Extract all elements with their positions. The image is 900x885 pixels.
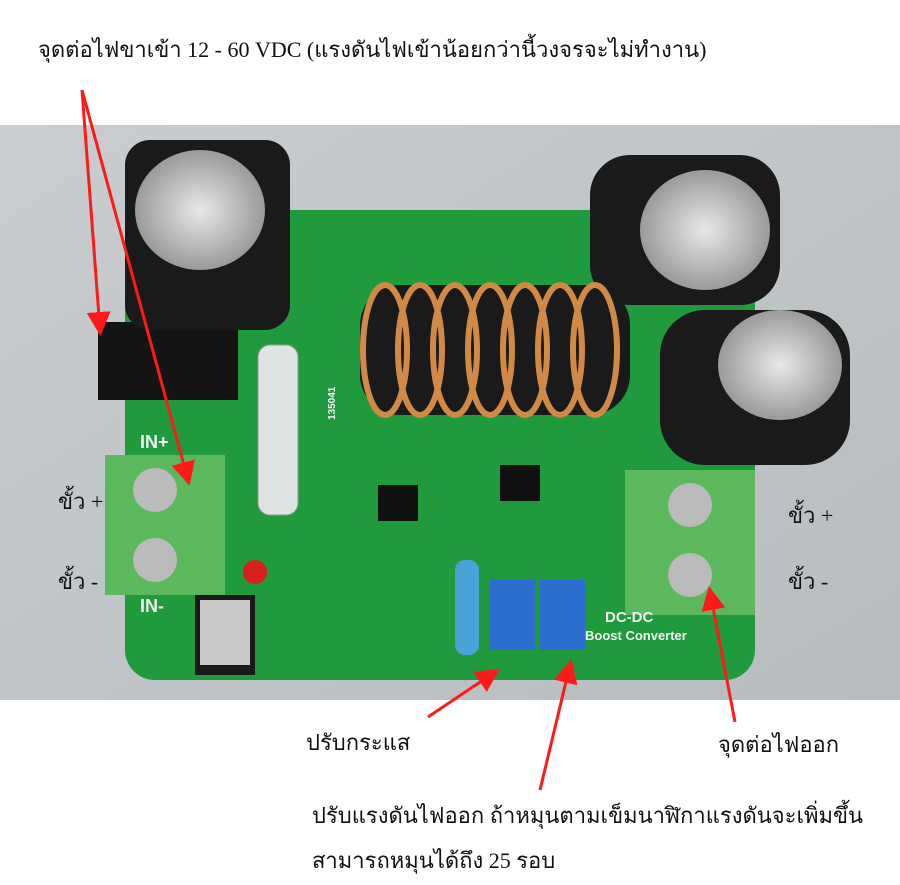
trimmer-voltage bbox=[540, 580, 585, 650]
left-minus-label: ขั้ว - bbox=[58, 569, 99, 594]
capacitor-right bbox=[660, 310, 850, 465]
board-in-minus: IN- bbox=[140, 596, 164, 616]
inductor-coil bbox=[360, 282, 630, 418]
voltage-adjust-line1: ปรับแรงดันไฟออก ถ้าหมุนตามเข็มนาฬิกาแรงด… bbox=[312, 803, 864, 828]
ic-chip bbox=[500, 465, 540, 501]
input-connector-label: จุดต่อไฟขาเข้า 12 - 60 VDC (แรงดันไฟเข้า… bbox=[38, 37, 707, 62]
resistor bbox=[455, 560, 479, 655]
capacitor-left bbox=[125, 140, 290, 330]
ic-chip bbox=[378, 485, 418, 521]
input-terminal-block bbox=[105, 455, 225, 595]
dc-jack bbox=[98, 322, 238, 400]
current-adjust-label: ปรับกระแส bbox=[306, 730, 411, 755]
board-code: 135041 bbox=[327, 386, 338, 420]
board-title: DC-DC bbox=[605, 609, 653, 626]
right-minus-label: ขั้ว - bbox=[788, 569, 829, 594]
fuse bbox=[257, 344, 299, 516]
trimmer-current bbox=[490, 580, 535, 650]
board-subtitle: Boost Converter bbox=[585, 628, 687, 643]
capacitor-top-right bbox=[590, 155, 780, 305]
voltage-adjust-line2: สามารถหมุนได้ถึง 25 รอบ bbox=[312, 848, 556, 873]
led bbox=[243, 560, 267, 584]
pcb-photo: IN+ IN- DC-DC Boost Converter 135041 bbox=[0, 125, 900, 700]
output-terminal-block bbox=[625, 470, 755, 615]
right-plus-label: ขั้ว + bbox=[788, 503, 834, 528]
board-in-plus: IN+ bbox=[140, 432, 169, 452]
output-connector-label: จุดต่อไฟออก bbox=[718, 732, 840, 757]
left-plus-label: ขั้ว + bbox=[58, 489, 104, 514]
